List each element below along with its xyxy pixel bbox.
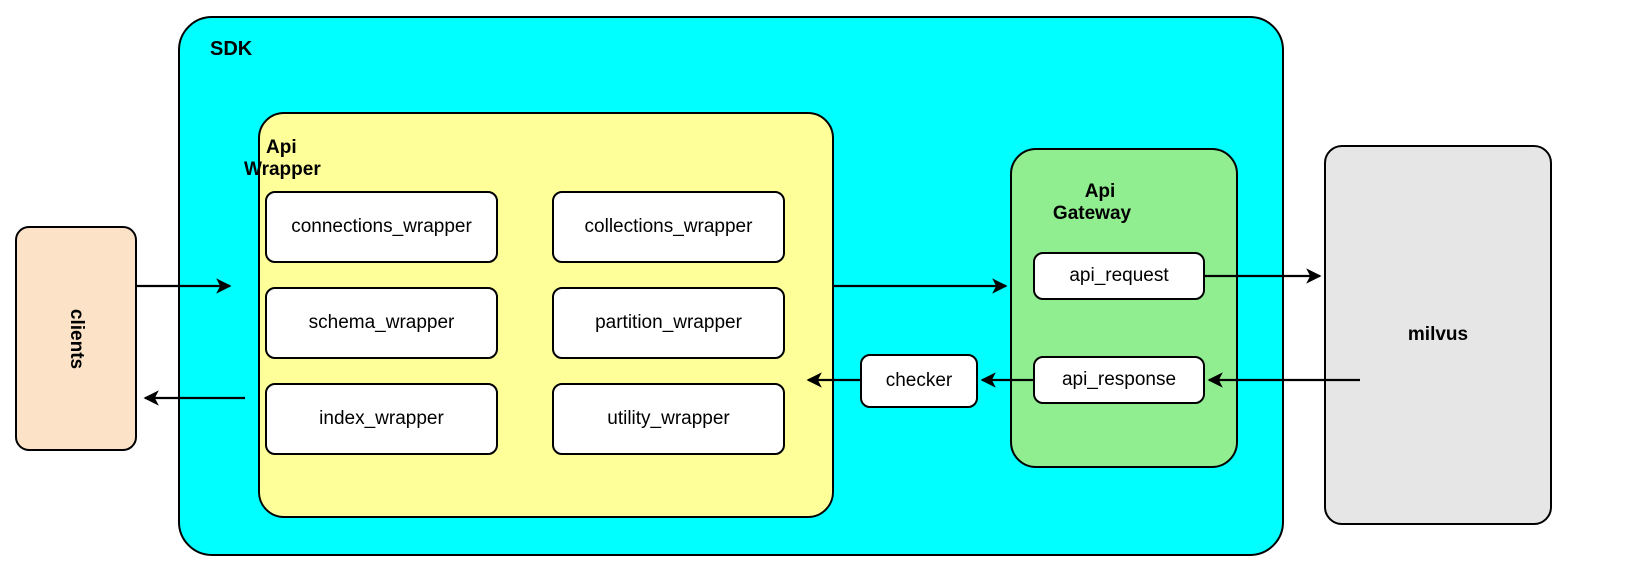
node-api-response[interactable]: api_response (1033, 356, 1205, 404)
node-milvus[interactable]: milvus (1324, 145, 1552, 525)
node-utility-wrapper[interactable]: utility_wrapper (552, 383, 785, 455)
node-milvus-label: milvus (1407, 324, 1469, 345)
node-schema-wrapper[interactable]: schema_wrapper (265, 287, 498, 359)
group-api-gateway-label: Api Gateway (1010, 160, 1190, 245)
node-partition-wrapper[interactable]: partition_wrapper (552, 287, 785, 359)
node-api-request[interactable]: api_request (1033, 252, 1205, 300)
node-collections-wrapper[interactable]: collections_wrapper (552, 191, 785, 263)
group-api-wrapper-label-line2: Wrapper (244, 158, 321, 180)
node-clients-label: clients (65, 308, 87, 369)
group-api-gateway-label-line1: Api (1084, 181, 1116, 203)
group-sdk-label: SDK (210, 38, 253, 60)
node-connections-wrapper[interactable]: connections_wrapper (265, 191, 498, 263)
group-api-wrapper-label-line1: Api (266, 137, 297, 159)
node-checker[interactable]: checker (860, 354, 978, 408)
node-index-wrapper[interactable]: index_wrapper (265, 383, 498, 455)
group-api-gateway-label-line2: Gateway (1052, 202, 1132, 224)
group-api-gateway[interactable] (1010, 148, 1238, 468)
group-api-wrapper-label: Api Wrapper (244, 116, 426, 201)
node-clients[interactable]: clients (15, 226, 137, 451)
